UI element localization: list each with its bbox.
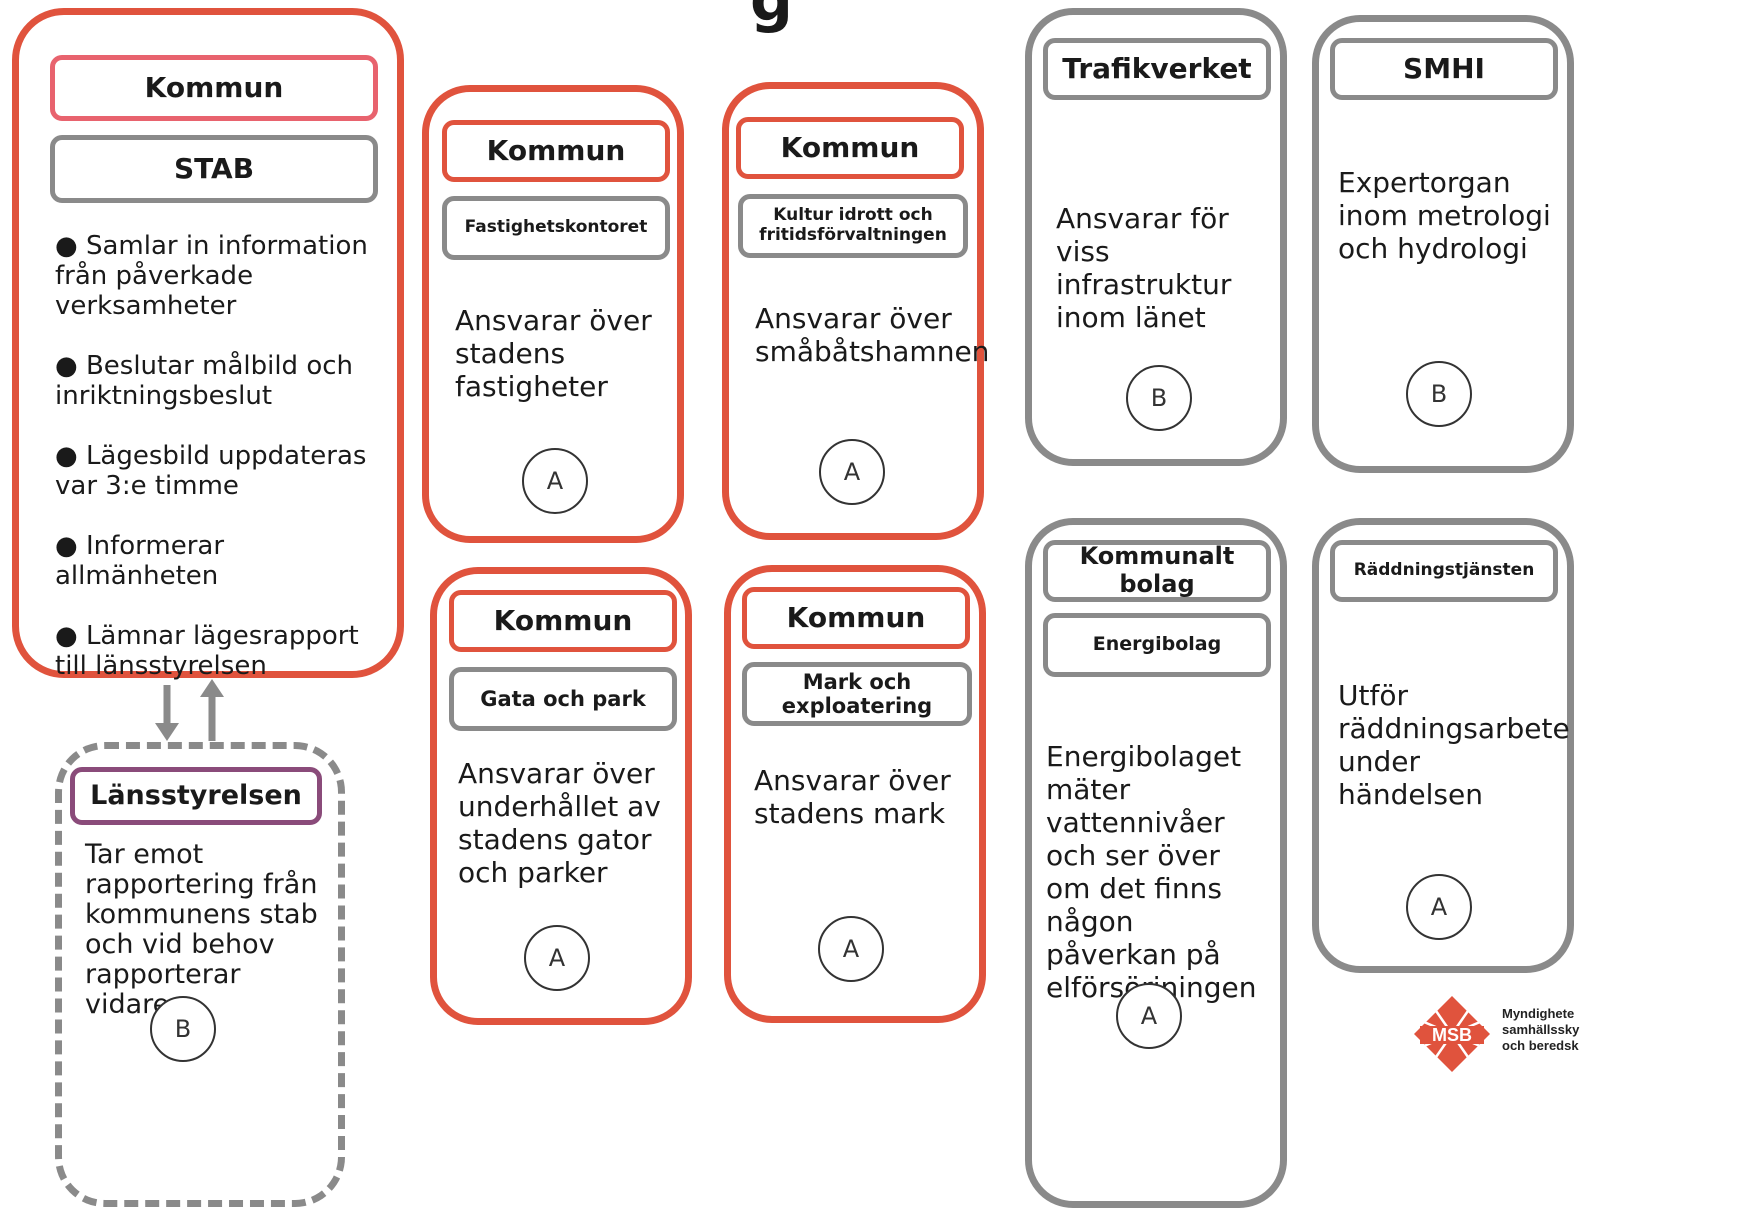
card-fastighetskontoret-subheader: Fastighetskontoret (442, 196, 670, 260)
card-trafikverket-header: Trafikverket (1043, 38, 1271, 100)
arrow-up-icon (200, 679, 224, 741)
card-mark (724, 565, 986, 1023)
card-gata-subheader: Gata och park (449, 667, 677, 731)
card-kommunalt-desc: Energibolaget mäter vattennivåer och ser… (1046, 740, 1257, 1004)
stab-bullet: ● Informerar allmänheten (55, 531, 225, 591)
msb-logo-line: samhällssky (1502, 1022, 1580, 1037)
card-smhi (1312, 15, 1574, 473)
card-smhi-badge: B (1406, 361, 1472, 427)
stab-bullet-list: ● Samlar in information från påverkade v… (55, 231, 385, 681)
lansstyrelsen-desc: Tar emot rapportering från kommunens sta… (85, 839, 318, 1020)
lansstyrelsen-badge: B (150, 996, 216, 1062)
card-kommunalt-badge: A (1116, 983, 1182, 1049)
report-arrows (155, 679, 224, 741)
card-trafikverket (1025, 8, 1287, 466)
card-kultur (722, 82, 984, 540)
stab-card (12, 8, 404, 678)
msb-logo-line: Myndighete (1502, 1006, 1575, 1021)
card-mark-subheader: Mark och exploatering (742, 662, 972, 726)
msb-logo-wordmark: Myndighete samhällssky och beredsk (1502, 1006, 1579, 1054)
arrow-down-icon (155, 685, 179, 741)
stab-bullet: ● Lämnar lägesrapport till länsstyrelsen (55, 621, 359, 681)
lansstyrelsen-header: Länsstyrelsen (70, 767, 322, 825)
stab-bullet: ● Lägesbild uppdateras var 3:e timme (55, 441, 367, 501)
card-trafikverket-desc: Ansvarar för viss infrastruktur inom län… (1056, 202, 1232, 334)
msb-logo-mark: MSB (1414, 996, 1490, 1072)
stab-bullet: ● Samlar in information från påverkade v… (55, 231, 368, 321)
card-trafikverket-badge: B (1126, 365, 1192, 431)
card-gata-badge: A (524, 925, 590, 991)
msb-logo-line: och beredsk (1502, 1038, 1579, 1053)
card-raddning-badge: A (1406, 874, 1472, 940)
msb-logo-text: MSB (1432, 1025, 1472, 1045)
card-smhi-desc: Expertorgan inom metrologi och hydrologi (1338, 166, 1551, 265)
stab-card-header-kommun: Kommun (50, 55, 378, 121)
card-mark-header: Kommun (742, 587, 970, 649)
card-fastighetskontoret-header: Kommun (442, 120, 670, 182)
card-kultur-desc: Ansvarar över småbåtshamnen (755, 302, 990, 368)
card-kultur-badge: A (819, 439, 885, 505)
card-mark-desc: Ansvarar över stadens mark (754, 764, 951, 830)
stab-bullet: ● Beslutar målbild och inriktningsbeslut (55, 351, 353, 411)
card-gata-desc: Ansvarar över underhållet av stadens gat… (458, 757, 661, 889)
title-fragment: g (750, 0, 793, 35)
card-fastighetskontoret (422, 85, 684, 543)
card-kommunalt-subheader: Energibolag (1043, 613, 1271, 677)
stab-card-header-stab: STAB (50, 135, 378, 203)
card-fastighetskontoret-badge: A (522, 448, 588, 514)
card-kommunalt-header: Kommunalt bolag (1043, 540, 1271, 602)
msb-logo: MSB Myndighete samhällssky och beredsk (1412, 992, 1755, 1082)
card-mark-badge: A (818, 916, 884, 982)
card-kultur-header: Kommun (736, 117, 964, 179)
card-raddning-desc: Utför räddningsarbete under händelsen (1338, 679, 1570, 811)
card-raddning-header: Räddningstjänsten (1330, 540, 1558, 602)
card-kultur-subheader: Kultur idrott och fritidsförvaltningen (738, 194, 968, 258)
card-smhi-header: SMHI (1330, 38, 1558, 100)
card-gata-och-park (430, 567, 692, 1025)
card-fastighetskontoret-desc: Ansvarar över stadens fastigheter (455, 304, 652, 403)
card-raddningstjansten (1312, 518, 1574, 973)
card-gata-header: Kommun (449, 590, 677, 652)
